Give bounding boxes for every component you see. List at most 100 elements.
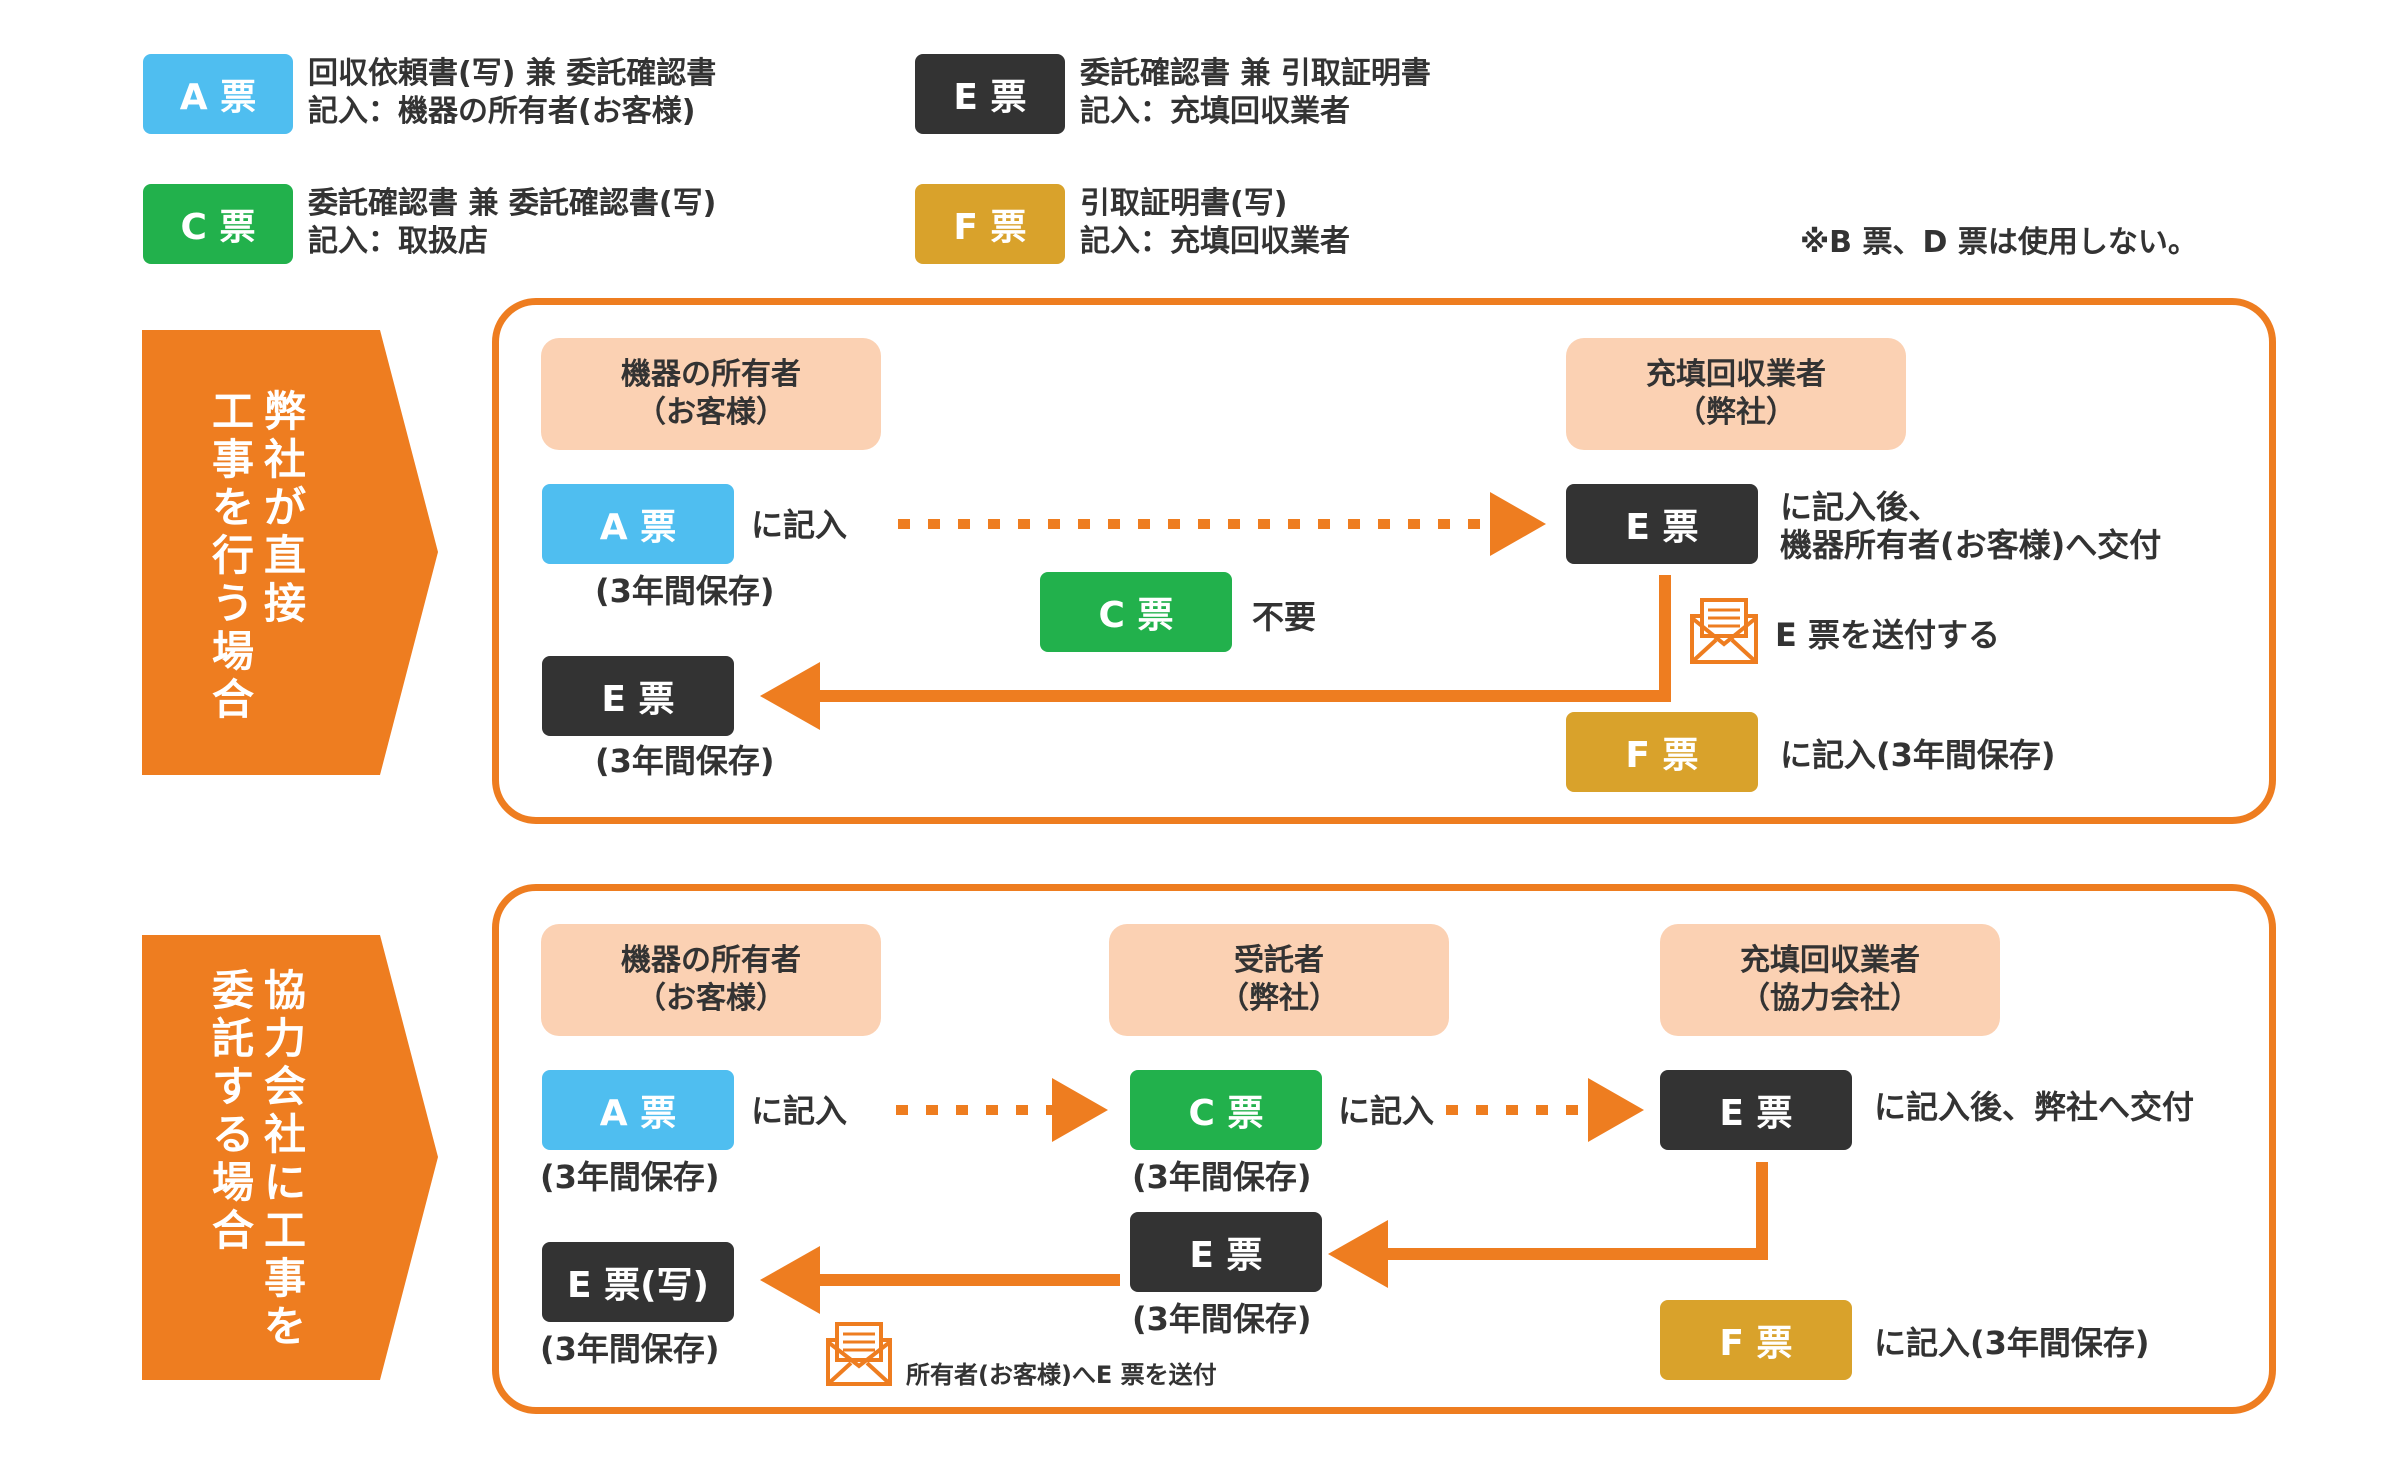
side-title-char: う — [212, 579, 255, 628]
section1-side-banner: 弊社が直接 工事を行う場合 — [142, 330, 442, 775]
legend-text-e: 委託確認書 兼 引取証明書 記入：充填回収業者 — [1080, 55, 1431, 131]
section2-side-title: 協力会社に工事を 委託する場合 — [212, 967, 306, 1351]
side-title-char: 協 — [264, 966, 307, 1015]
side-title-char: 合 — [212, 1206, 255, 1255]
s1-c-action: 不要 — [1252, 598, 1317, 636]
side-title-char: 託 — [212, 1014, 255, 1063]
s2-c-ticket: C 票 — [1130, 1070, 1322, 1150]
s2-e-action: に記入後、弊社へ交付 — [1874, 1088, 2195, 1126]
legend-note: ※B 票、D 票は使用しない。 — [1800, 225, 2198, 260]
s1-f-ticket: F 票 — [1566, 712, 1758, 792]
legend-f-line1: 引取証明書(写) — [1080, 186, 1288, 221]
side-title-char: を — [212, 483, 255, 532]
legend-badge-e: E 票 — [915, 54, 1065, 134]
side-title-char: 力 — [264, 1014, 307, 1063]
s2-mail-text: 所有者(お客様)へE 票を送付 — [906, 1361, 1217, 1389]
s2-contractor-line1: 受託者 — [1234, 943, 1324, 978]
s1-e-return-ticket: E 票 — [542, 656, 734, 736]
s1-a-ticket: A 票 — [542, 484, 734, 564]
s1-f-action: に記入(3年間保存) — [1780, 736, 2056, 774]
legend-text-c: 委託確認書 兼 委託確認書(写) 記入：取扱店 — [308, 185, 716, 261]
side-title-char: を — [264, 1302, 307, 1351]
s2-collector-line2: （協力会社） — [1740, 981, 1920, 1016]
side-title-char: 事 — [212, 435, 255, 484]
s1-collector-line1: 充填回収業者 — [1646, 357, 1826, 392]
side-title-char: が — [264, 483, 307, 532]
s2-a-keep: (3年間保存) — [540, 1158, 720, 1196]
side-title-char: 場 — [212, 1158, 255, 1207]
section1-title-col2: 工事を行う場合 — [212, 388, 254, 724]
s1-a-action: に記入 — [751, 506, 848, 544]
section2-title-col2: 委託する場合 — [212, 967, 254, 1351]
section2-side-banner: 協力会社に工事を 委託する場合 — [142, 935, 442, 1380]
s1-e-ticket: E 票 — [1566, 484, 1758, 564]
legend-badge-c: C 票 — [143, 184, 293, 264]
s1-return-arrowhead — [760, 662, 820, 730]
section1-banner-shape — [142, 330, 438, 775]
s1-collector-box: 充填回収業者 （弊社） — [1566, 338, 1906, 450]
section1-side-title: 弊社が直接 工事を行う場合 — [212, 388, 306, 724]
side-title-char: 社 — [264, 435, 307, 484]
s2-return-arrowhead-2 — [760, 1246, 820, 1314]
s1-envelope-icon — [1690, 598, 1758, 664]
side-title-char: 工 — [264, 1206, 307, 1255]
side-title-char: 会 — [264, 1062, 307, 1111]
s2-collector-box: 充填回収業者 （協力会社） — [1660, 924, 2000, 1036]
s2-dotted-arrowhead-1 — [1052, 1078, 1108, 1142]
legend-e-line2: 記入：充填回収業者 — [1080, 94, 1350, 129]
section2-banner-shape — [142, 935, 438, 1380]
section2-title-col1: 協力会社に工事を — [264, 967, 306, 1351]
legend-text-a: 回収依頼書(写) 兼 委託確認書 記入：機器の所有者(お客様) — [308, 55, 716, 131]
s2-owner-line1: 機器の所有者 — [621, 943, 801, 978]
section1-frame — [492, 298, 2276, 824]
s2-contractor-line2: （弊社） — [1219, 981, 1339, 1016]
legend-a-line2: 記入：機器の所有者(お客様) — [308, 94, 696, 129]
s1-owner-line1: 機器の所有者 — [621, 357, 801, 392]
s2-f-ticket: F 票 — [1660, 1300, 1852, 1380]
side-title-char: に — [264, 1158, 307, 1207]
side-title-char: 行 — [212, 531, 255, 580]
s1-a-keep: (3年間保存) — [595, 572, 775, 610]
side-title-char: 場 — [212, 627, 255, 676]
s1-mail-text: E 票を送付する — [1775, 616, 2001, 654]
s1-e-action: に記入後、 機器所有者(お客様)へ交付 — [1780, 488, 2161, 564]
s2-a-action: に記入 — [751, 1092, 848, 1130]
side-title-char: 工 — [212, 387, 255, 436]
legend-c-line1: 委託確認書 兼 委託確認書(写) — [308, 186, 717, 221]
legend-f-line2: 記入：充填回収業者 — [1080, 224, 1350, 259]
s2-e-mid-ticket: E 票 — [1130, 1212, 1322, 1292]
side-title-char: 弊 — [264, 387, 307, 436]
s2-e-copy-keep: (3年間保存) — [540, 1330, 720, 1368]
s1-e-action-line2: 機器所有者(お客様)へ交付 — [1780, 526, 2162, 564]
side-title-char: 直 — [264, 531, 307, 580]
legend-c-line2: 記入：取扱店 — [308, 224, 488, 259]
s2-collector-line1: 充填回収業者 — [1740, 943, 1920, 978]
side-title-char: す — [212, 1062, 255, 1111]
s1-e-return-keep: (3年間保存) — [595, 742, 775, 780]
s1-c-ticket: C 票 — [1040, 572, 1232, 652]
s1-collector-line2: （弊社） — [1676, 395, 1796, 430]
legend-badge-f: F 票 — [915, 184, 1065, 264]
legend-e-line1: 委託確認書 兼 引取証明書 — [1080, 56, 1431, 91]
s2-owner-box: 機器の所有者 （お客様） — [541, 924, 881, 1036]
s2-e-copy-ticket: E 票(写) — [542, 1242, 734, 1322]
s2-contractor-box: 受託者 （弊社） — [1109, 924, 1449, 1036]
s2-c-keep: (3年間保存) — [1132, 1158, 1312, 1196]
side-title-char: 合 — [212, 675, 255, 724]
s2-envelope-icon — [826, 1322, 892, 1386]
s2-return-line-1 — [1388, 1162, 1768, 1260]
side-title-char: 社 — [264, 1110, 307, 1159]
side-title-char: 委 — [212, 966, 255, 1015]
side-title-char: 事 — [264, 1254, 307, 1303]
s2-f-action: に記入(3年間保存) — [1874, 1324, 2150, 1362]
s2-c-action: に記入 — [1338, 1092, 1435, 1130]
s2-return-arrowhead-1 — [1328, 1220, 1388, 1288]
legend-a-line1: 回収依頼書(写) 兼 委託確認書 — [308, 56, 717, 91]
s2-e-ticket: E 票 — [1660, 1070, 1852, 1150]
s2-e-mid-keep: (3年間保存) — [1132, 1300, 1312, 1338]
s1-owner-line2: （お客様） — [636, 395, 786, 430]
s2-owner-line2: （お客様） — [636, 981, 786, 1016]
s1-e-action-line1: に記入後、 — [1780, 488, 1941, 526]
